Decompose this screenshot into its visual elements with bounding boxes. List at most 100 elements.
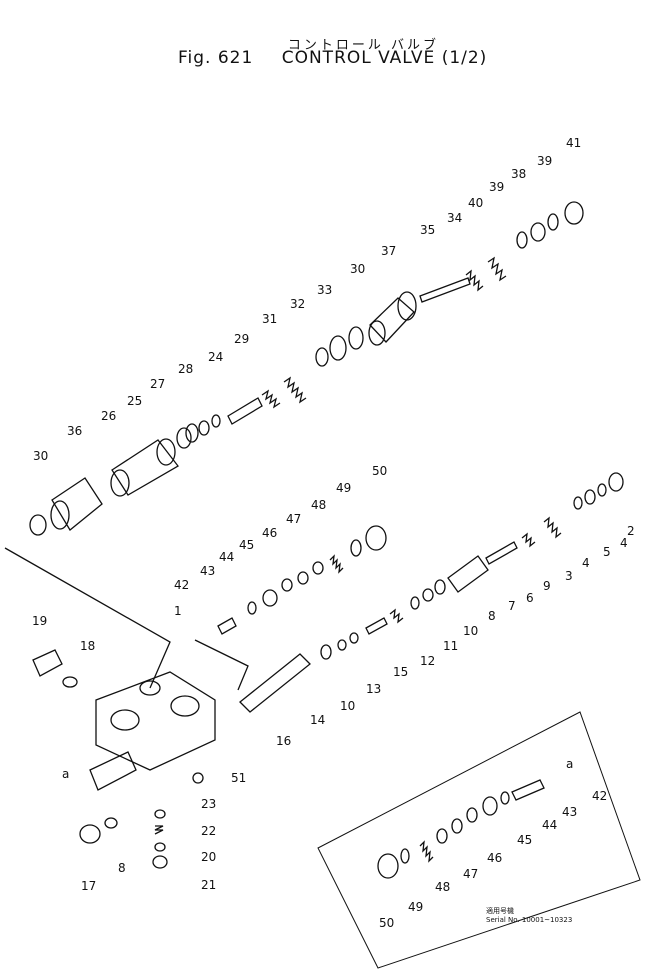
part-49-oring <box>350 539 362 557</box>
part-33-ring <box>329 335 347 361</box>
part-29-spring <box>261 389 281 409</box>
serial-info: 適用号機 Serial No. 10001~10323 <box>486 907 572 925</box>
callout-46-inset: 46 <box>487 851 502 865</box>
callout-47-inset: 47 <box>463 867 478 881</box>
reference-mark-a-body: a <box>62 767 69 781</box>
part-9-spring <box>521 532 536 548</box>
callout-11: 11 <box>443 639 458 653</box>
part-4-ring <box>573 496 583 510</box>
callout-30a: 30 <box>33 449 48 463</box>
part-7-boot <box>447 555 489 593</box>
callout-33: 33 <box>317 283 332 297</box>
callout-39a: 39 <box>489 180 504 194</box>
callout-35: 35 <box>420 223 435 237</box>
inset-frame <box>317 711 641 969</box>
callout-42: 42 <box>174 578 189 592</box>
part-18-oring <box>62 676 78 688</box>
inset-42-bolt <box>511 779 545 801</box>
inset-47-ring <box>436 828 448 844</box>
callout-49-inset: 49 <box>408 900 423 914</box>
callout-46: 46 <box>262 526 277 540</box>
callout-43-inset: 43 <box>562 805 577 819</box>
callout-10a: 10 <box>463 624 478 638</box>
callout-12: 12 <box>420 654 435 668</box>
part-24-pin <box>227 397 263 425</box>
part-32-ring <box>315 347 329 367</box>
part-30-oring-upper <box>348 326 364 350</box>
callout-48: 48 <box>311 498 326 512</box>
part-22-spring <box>154 825 164 835</box>
inset-44-ring <box>482 796 498 816</box>
callout-47: 47 <box>286 512 301 526</box>
part-42-bolt <box>217 617 237 635</box>
callout-51: 51 <box>231 771 246 785</box>
part-20-ring <box>154 842 166 852</box>
part-21-plug <box>152 855 168 869</box>
callout-44-inset: 44 <box>542 818 557 832</box>
part-3-spring <box>543 516 562 539</box>
callout-30b: 30 <box>350 262 365 276</box>
callout-10b: 10 <box>340 699 355 713</box>
part-47-ring <box>312 561 324 575</box>
callout-4b: 4 <box>620 536 628 550</box>
figure-number: Fig. 621 <box>178 48 254 68</box>
callout-13: 13 <box>366 682 381 696</box>
part-8-oring <box>434 579 446 595</box>
callout-50: 50 <box>372 464 387 478</box>
part-39-ring <box>516 231 528 249</box>
callout-45-inset: 45 <box>517 833 532 847</box>
part-39-ring-b <box>547 213 559 231</box>
part-15-pin <box>365 617 388 635</box>
callout-27: 27 <box>150 377 165 391</box>
callout-6: 6 <box>526 591 534 605</box>
callout-22: 22 <box>201 824 216 838</box>
part-51-plug <box>192 772 204 784</box>
part-14-ring <box>320 644 332 660</box>
part-10-ring <box>337 639 347 651</box>
callout-25: 25 <box>127 394 142 408</box>
part-13-ring <box>349 632 359 644</box>
callout-24: 24 <box>208 350 223 364</box>
part-26-cylinder <box>110 438 179 497</box>
serial-number-range: Serial No. 10001~10323 <box>486 916 573 924</box>
part-30-oring <box>29 514 47 536</box>
callout-23: 23 <box>201 797 216 811</box>
part-12-spring <box>389 608 404 624</box>
part-31-spring <box>283 376 307 404</box>
part-5-ring <box>584 489 596 505</box>
callout-1: 1 <box>174 604 182 618</box>
figure-name: CONTROL VALVE (1/2) <box>281 48 488 68</box>
part-43-ring <box>247 601 257 615</box>
part-23-seat <box>154 809 166 819</box>
callout-5: 5 <box>603 545 611 559</box>
callout-29: 29 <box>234 332 249 346</box>
callout-15: 15 <box>393 665 408 679</box>
assembly-line-lower <box>194 639 249 691</box>
callout-32: 32 <box>290 297 305 311</box>
callout-36: 36 <box>67 424 82 438</box>
callout-39b: 39 <box>537 154 552 168</box>
callout-42-inset: 42 <box>592 789 607 803</box>
callout-37: 37 <box>381 244 396 258</box>
part-50-cap <box>365 525 387 551</box>
title-japanese: コントロール バルブ <box>287 38 440 53</box>
callout-49: 49 <box>336 481 351 495</box>
callout-50-inset: 50 <box>379 916 394 930</box>
part-41-cap <box>564 201 584 225</box>
part-37-retainer <box>368 291 417 346</box>
part-19-plug <box>32 649 63 677</box>
part-38-ring <box>530 222 546 242</box>
part-17-plug <box>79 824 101 844</box>
part-27-ring <box>198 420 210 436</box>
callout-3: 3 <box>565 569 573 583</box>
callout-20: 20 <box>201 850 216 864</box>
callout-4a: 4 <box>582 556 590 570</box>
callout-48-inset: 48 <box>435 880 450 894</box>
callout-18: 18 <box>80 639 95 653</box>
assembly-line-upper <box>4 547 171 689</box>
callout-14: 14 <box>310 713 325 727</box>
part-34-spring <box>465 269 484 292</box>
part-46-ring <box>297 571 309 585</box>
callout-28: 28 <box>178 362 193 376</box>
inset-48-spring <box>419 840 434 863</box>
